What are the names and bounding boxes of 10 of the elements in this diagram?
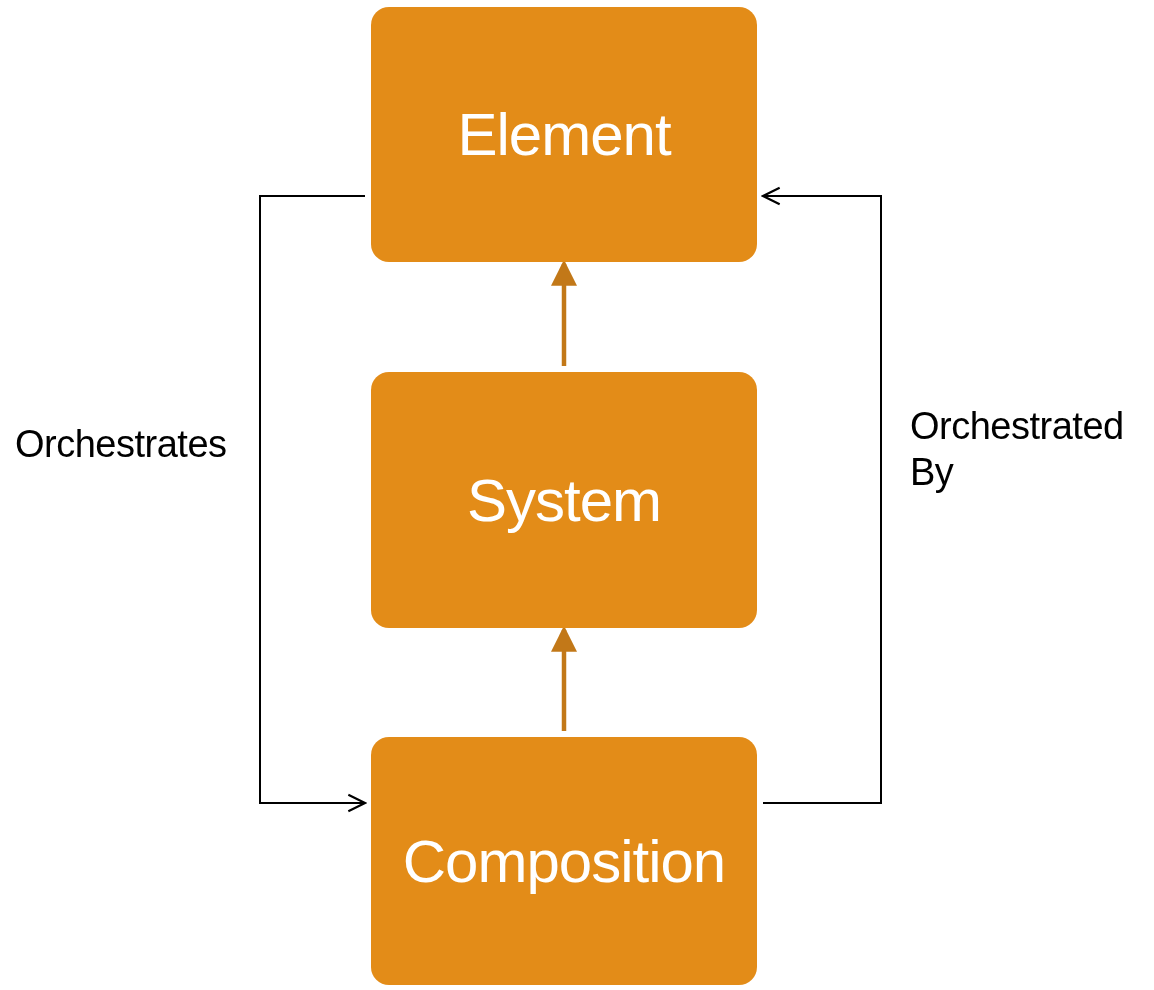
process-box (371, 7, 757, 262)
process-box (371, 737, 757, 985)
arrow (259, 195, 367, 813)
arrow (761, 186, 882, 804)
box-label: Element (457, 100, 671, 169)
process-box (371, 372, 757, 628)
box-label: System (466, 465, 661, 535)
box-label: Composition (402, 826, 726, 896)
arrow (551, 625, 577, 731)
arrow (551, 259, 577, 366)
